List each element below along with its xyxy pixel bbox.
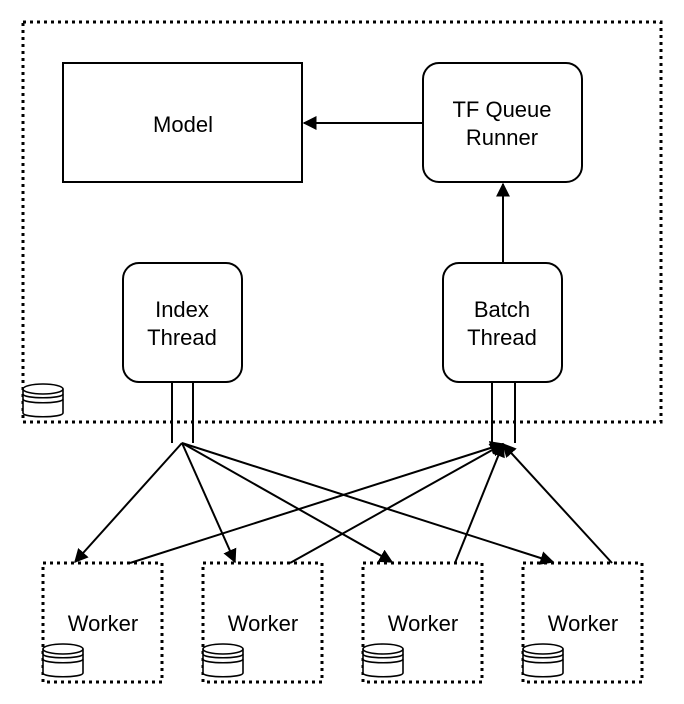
edge-index-to-worker-2 xyxy=(181,442,237,564)
queue-runner-label-line2: Runner xyxy=(466,125,538,150)
worker-node-2: Worker xyxy=(201,561,324,684)
worker-label: Worker xyxy=(68,611,139,636)
worker-node-1: Worker xyxy=(41,561,164,684)
edge-index-to-worker-3 xyxy=(181,442,394,563)
database-icon xyxy=(42,643,84,678)
database-icon xyxy=(22,383,64,418)
edge-worker-3-to-batch xyxy=(454,442,505,564)
index-thread-label-line1: Index xyxy=(155,297,209,322)
worker-label: Worker xyxy=(548,611,619,636)
worker-label: Worker xyxy=(228,611,299,636)
model-label: Model xyxy=(153,112,213,137)
main-container xyxy=(21,20,663,424)
batch-thread-label-line2: Thread xyxy=(467,325,537,350)
database-icon xyxy=(362,643,404,678)
edge-index-to-worker-1 xyxy=(74,442,183,564)
worker-node-3: Worker xyxy=(361,561,484,684)
edge-index-to-worker-4 xyxy=(181,442,555,565)
index-thread-label-line2: Thread xyxy=(147,325,217,350)
edge-worker-4-to-batch xyxy=(502,442,613,564)
database-icon xyxy=(202,643,244,678)
model-node: Model xyxy=(62,62,303,183)
edge-worker-1-to-batch xyxy=(129,441,505,564)
queue-runner-node: TF Queue Runner xyxy=(422,62,583,183)
batch-thread-label-line1: Batch xyxy=(474,297,530,322)
batch-thread-connector xyxy=(491,382,516,443)
worker-label: Worker xyxy=(388,611,459,636)
index-thread-connector xyxy=(171,382,194,443)
worker-node-4: Worker xyxy=(521,561,644,684)
edge-worker-2-to-batch xyxy=(289,443,505,564)
database-icon xyxy=(522,643,564,678)
queue-runner-label-line1: TF Queue xyxy=(452,97,551,122)
index-thread-node: Index Thread xyxy=(122,262,243,383)
batch-thread-node: Batch Thread xyxy=(442,262,563,383)
